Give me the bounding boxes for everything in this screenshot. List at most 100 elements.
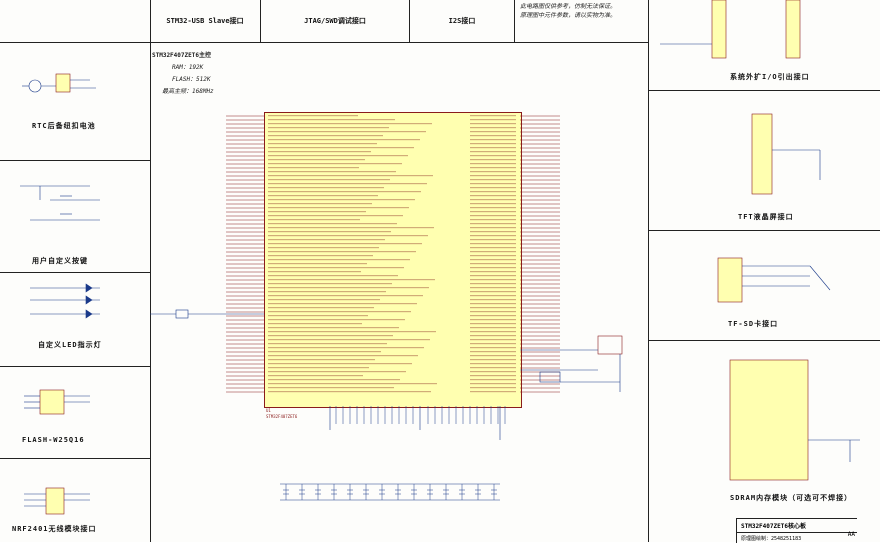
mcu-pin-text-mark xyxy=(268,383,437,385)
nrf-title: NRF2401无线模块接口 xyxy=(12,525,97,533)
mcu-pin-text-mark xyxy=(268,391,431,393)
mcu-pin-text-mark xyxy=(470,191,516,193)
mcu-pin-text-mark xyxy=(268,271,361,273)
mcu-pin-text-mark xyxy=(268,359,375,361)
mcu-pin-text-mark xyxy=(470,267,516,269)
mcu-pin-text-mark xyxy=(268,163,402,165)
top-note-line2: 原理图中元件参数，请以实物为准。 xyxy=(520,12,617,19)
mcu-pin-text-mark xyxy=(470,315,516,317)
right-div-3 xyxy=(648,340,880,341)
mcu-pin-text-mark xyxy=(470,307,516,309)
mcu-pin-text-mark xyxy=(268,299,380,301)
mcu-pin-text-mark xyxy=(268,171,396,173)
frame-right-column xyxy=(648,0,649,542)
mcu-pin-text-mark xyxy=(470,203,516,205)
mcu-pin-text-mark xyxy=(470,339,516,341)
left-div-2 xyxy=(0,272,150,273)
mcu-pin-text-mark xyxy=(470,327,516,329)
mcu-pin-text-mark xyxy=(470,331,516,333)
mcu-pin-text-mark xyxy=(470,223,516,225)
mcu-pin-text-mark xyxy=(470,255,516,257)
mcu-pin-text-mark xyxy=(470,383,516,385)
mcu-pin-text-mark xyxy=(268,199,415,201)
mcu-pin-text-mark xyxy=(470,231,516,233)
mcu-pin-text-mark xyxy=(470,347,516,349)
mcu-pin-text-mark xyxy=(268,195,378,197)
mcu-pin-text-mark xyxy=(470,187,516,189)
mcu-pin-text-mark xyxy=(268,135,383,137)
mcu-pin-text-mark xyxy=(470,151,516,153)
mcu-ref: U1 xyxy=(266,408,271,413)
mcu-pin-text-mark xyxy=(268,211,366,213)
mcu-part: STM32F407ZET6 xyxy=(266,414,298,419)
mcu-pin-text-mark xyxy=(268,243,422,245)
mcu-pin-text-mark xyxy=(268,119,395,121)
mcu-pin-text-mark xyxy=(470,351,516,353)
left-div-3 xyxy=(0,366,150,367)
i2s-header-label: I2S接口 xyxy=(448,17,476,25)
mcu-pin-text-mark xyxy=(268,187,384,189)
mcu-pin-text-mark xyxy=(470,379,516,381)
mcu-pin-text-mark xyxy=(470,275,516,277)
mcu-pin-text-mark xyxy=(268,183,427,185)
mcu-pin-text-mark xyxy=(268,139,420,141)
mcu-pin-text-mark xyxy=(470,271,516,273)
mcu-title: STM32F407ZET6主控 xyxy=(152,52,211,59)
mcu-pin-text-mark xyxy=(470,115,516,117)
mcu-pin-text-mark xyxy=(268,191,421,193)
mcu-pin-text-mark xyxy=(470,235,516,237)
mcu-pin-text-mark xyxy=(268,319,405,321)
tft-title: TFT液晶屏接口 xyxy=(738,213,794,221)
mcu-pin-text-mark xyxy=(268,371,406,373)
led-title: 自定义LED指示灯 xyxy=(38,341,102,349)
mcu-pin-text-mark xyxy=(470,319,516,321)
mcu-pin-text-mark xyxy=(268,307,374,309)
mcu-info: STM32F407ZET6主控 RAM：192K FLASH：512K 最高主频… xyxy=(152,50,262,98)
rtc-title: RTC后备纽扣电池 xyxy=(32,122,96,130)
mcu-pin-text-mark xyxy=(470,127,516,129)
mcu-pin-text-mark xyxy=(470,239,516,241)
mcu-pin-text-mark xyxy=(470,387,516,389)
mcu-pin-text-mark xyxy=(470,375,516,377)
mcu-pin-text-mark xyxy=(268,259,410,261)
mcu-pin-text-mark xyxy=(268,275,398,277)
frame-left-column xyxy=(150,0,151,542)
mcu-ram: RAM：192K xyxy=(172,64,204,71)
title-rev: AA xyxy=(847,531,855,538)
mcu-pin-text-mark xyxy=(470,123,516,125)
mcu-pin-text-mark xyxy=(470,371,516,373)
mcu-pin-text-mark xyxy=(470,215,516,217)
mcu-pin-text-mark xyxy=(470,343,516,345)
mcu-pin-text-mark xyxy=(268,267,404,269)
mcu-pin-text-mark xyxy=(470,195,516,197)
sdram-title: SDRAM内存模块（可选可不焊接） xyxy=(730,494,853,502)
mcu-pin-text-mark xyxy=(268,207,409,209)
mcu-flash: FLASH：512K xyxy=(172,76,211,83)
mcu-pin-text-mark xyxy=(268,127,389,129)
mcu-pin-text-mark xyxy=(470,143,516,145)
mcu-pin-text-mark xyxy=(470,163,516,165)
mcu-pin-text-mark xyxy=(268,219,360,221)
keys-title: 用户自定义按键 xyxy=(32,257,88,265)
mcu-pin-text-mark xyxy=(268,311,411,313)
mcu-pin-text-mark xyxy=(268,363,412,365)
title-author: 原理图绘制：2548251183 xyxy=(741,536,802,542)
mcu-pin-text-mark xyxy=(268,167,359,169)
tfsd-title: TF-SD卡接口 xyxy=(728,320,779,328)
mcu-pin-text-mark xyxy=(470,287,516,289)
mcu-pin-text-mark xyxy=(470,159,516,161)
mcu-pin-text-mark xyxy=(470,263,516,265)
io-title: 系统外扩I/O引出接口 xyxy=(730,73,810,81)
left-div-1 xyxy=(0,160,150,161)
mcu-pin-text-mark xyxy=(268,115,358,117)
mcu-pin-text-mark xyxy=(268,255,373,257)
mcu-pin-text-mark xyxy=(268,159,365,161)
mcu-pin-text-mark xyxy=(470,243,516,245)
mcu-pin-text-mark xyxy=(470,311,516,313)
mcu-pin-text-mark xyxy=(470,211,516,213)
mcu-pin-text-mark xyxy=(268,223,397,225)
title-project: STM32F407ZET6核心板 xyxy=(737,519,857,533)
top-note: 此电路图仅供参考，仿制无法保证。 原理图中元件参数，请以实物为准。 xyxy=(520,2,640,20)
